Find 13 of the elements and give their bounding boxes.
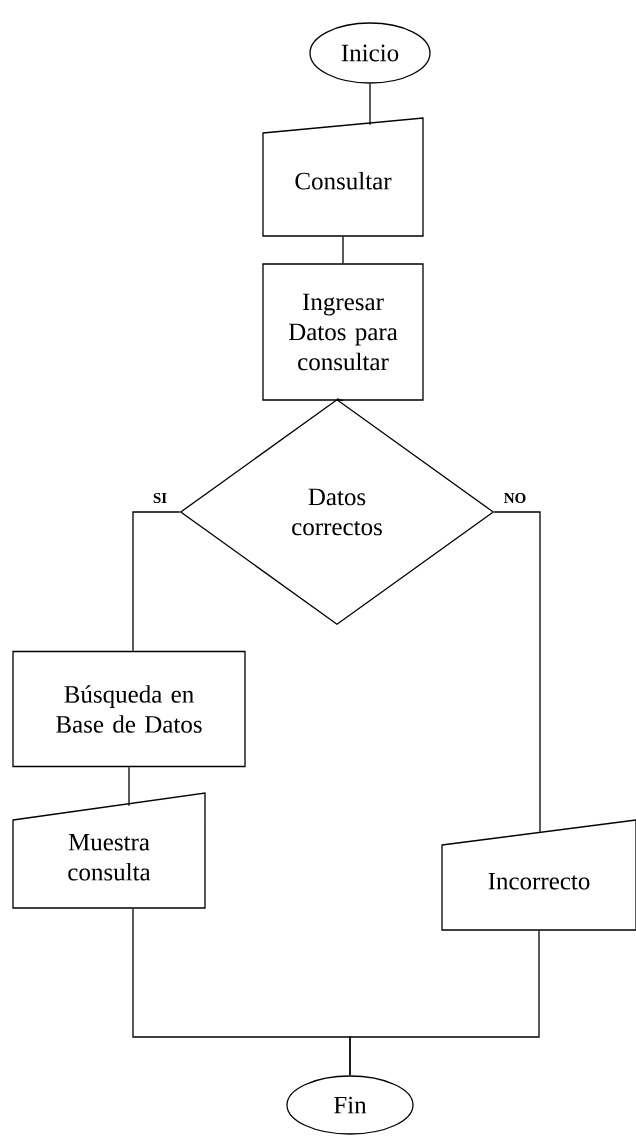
connector-line (369, 83, 371, 126)
connector-line (493, 511, 541, 833)
connector-line (336, 398, 344, 402)
connector-line (349, 930, 540, 1076)
connector-line (132, 511, 181, 652)
connector-line (128, 766, 130, 807)
process-box: Ingresar Datos para consultar (262, 263, 424, 401)
terminal-oval: Fin (286, 1075, 414, 1135)
process-box: Búsqueda en Base de Datos (12, 650, 246, 768)
edge-label: NO (504, 492, 526, 504)
edge-label: SI (153, 492, 167, 504)
terminal-oval: Inicio (309, 22, 431, 84)
connector-line (342, 236, 344, 264)
